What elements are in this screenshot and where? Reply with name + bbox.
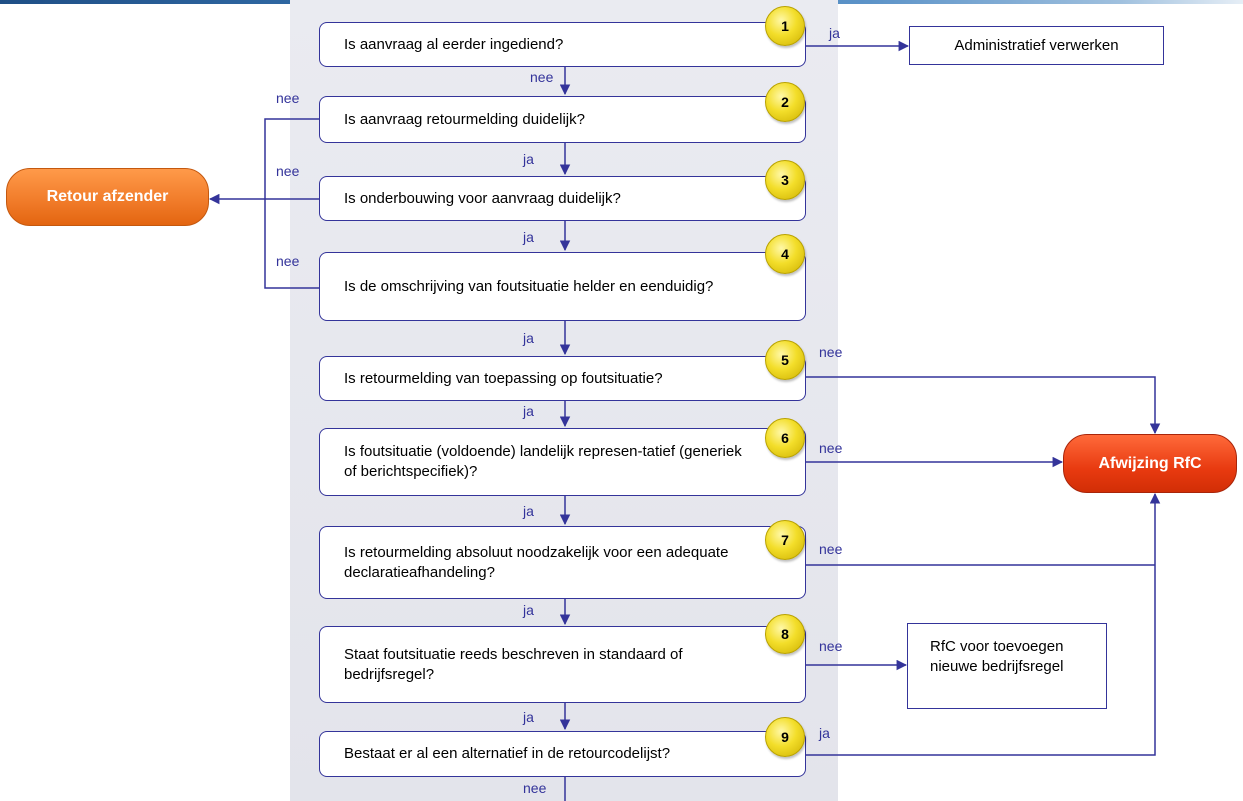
outcome-afwijzing-text: Afwijzing RfC (1098, 454, 1202, 472)
label-ja-2-3: ja (523, 151, 534, 167)
outcome-afwijzing-rfc: Afwijzing RfC (1063, 434, 1237, 493)
label-nee-9-out: nee (523, 780, 547, 796)
question-box-7: Is retourmelding absoluut noodzakelijk v… (319, 526, 806, 599)
question-box-8: Staat foutsituatie reeds beschreven in s… (319, 626, 806, 703)
question-text-6: Is foutsituatie (voldoende) landelijk re… (344, 443, 742, 480)
step-badge-4: 4 (765, 234, 805, 274)
label-nee-q6: nee (819, 440, 843, 456)
label-ja-8-9: ja (523, 709, 534, 725)
label-nee-q5: nee (819, 344, 843, 360)
label-nee-q4: nee (276, 253, 300, 269)
step-badge-6: 6 (765, 418, 805, 458)
question-box-5: Is retourmelding van toepassing op fouts… (319, 356, 806, 401)
step-badge-5: 5 (765, 340, 805, 380)
label-nee-1-2: nee (530, 69, 554, 85)
label-ja-q1: ja (829, 25, 840, 41)
label-ja-6-7: ja (523, 503, 534, 519)
step-badge-3: 3 (765, 160, 805, 200)
outcome-administratief-box: Administratief verwerken (909, 26, 1164, 65)
label-nee-q3: nee (276, 163, 300, 179)
question-text-5: Is retourmelding van toepassing op fouts… (344, 369, 663, 387)
arrow-q9-afwijzing (805, 492, 1161, 756)
question-text-8: Staat foutsituatie reeds beschreven in s… (344, 645, 683, 683)
step-badge-7: 7 (765, 520, 805, 560)
nee-bracket-left (264, 118, 319, 289)
question-text-4: Is de omschrijving van foutsituatie held… (344, 277, 714, 295)
question-text-9: Bestaat er al een alternatief in de reto… (344, 745, 671, 762)
step-badge-2: 2 (765, 82, 805, 122)
question-box-9: Bestaat er al een alternatief in de reto… (319, 731, 806, 777)
label-nee-q2: nee (276, 90, 300, 106)
step-badge-1: 1 (765, 6, 805, 46)
label-ja-4-5: ja (523, 330, 534, 346)
label-ja-3-4: ja (523, 229, 534, 245)
question-box-1: Is aanvraag al eerder ingediend? (319, 22, 806, 67)
question-box-3: Is onderbouwing voor aanvraag duidelijk? (319, 176, 806, 221)
outcome-retour-text: Retour afzender (46, 188, 169, 205)
arrow-q5-afwijzing (805, 376, 1161, 435)
question-text-3: Is onderbouwing voor aanvraag duidelijk? (344, 189, 621, 207)
outcome-rfc-text: RfC voor toevoegen nieuwe bedrijfsregel (930, 638, 1064, 675)
step-badge-9: 9 (765, 717, 805, 757)
question-box-2: Is aanvraag retourmelding duidelijk? (319, 96, 806, 143)
question-box-6: Is foutsituatie (voldoende) landelijk re… (319, 428, 806, 496)
question-text-7: Is retourmelding absoluut noodzakelijk v… (344, 543, 729, 581)
outcome-rfc-nieuwe-bedrijfsregel: RfC voor toevoegen nieuwe bedrijfsregel (907, 623, 1107, 709)
outcome-retour-afzender: Retour afzender (6, 168, 209, 226)
question-text-2: Is aanvraag retourmelding duidelijk? (344, 110, 585, 128)
question-text-1: Is aanvraag al eerder ingediend? (344, 35, 564, 53)
label-ja-7-8: ja (523, 602, 534, 618)
label-nee-q8: nee (819, 638, 843, 654)
label-ja-q9: ja (819, 725, 830, 741)
outcome-administratief-text: Administratief verwerken (954, 36, 1119, 54)
step-badge-8: 8 (765, 614, 805, 654)
question-box-4: Is de omschrijving van foutsituatie held… (319, 252, 806, 321)
label-nee-q7: nee (819, 541, 843, 557)
label-ja-5-6: ja (523, 403, 534, 419)
